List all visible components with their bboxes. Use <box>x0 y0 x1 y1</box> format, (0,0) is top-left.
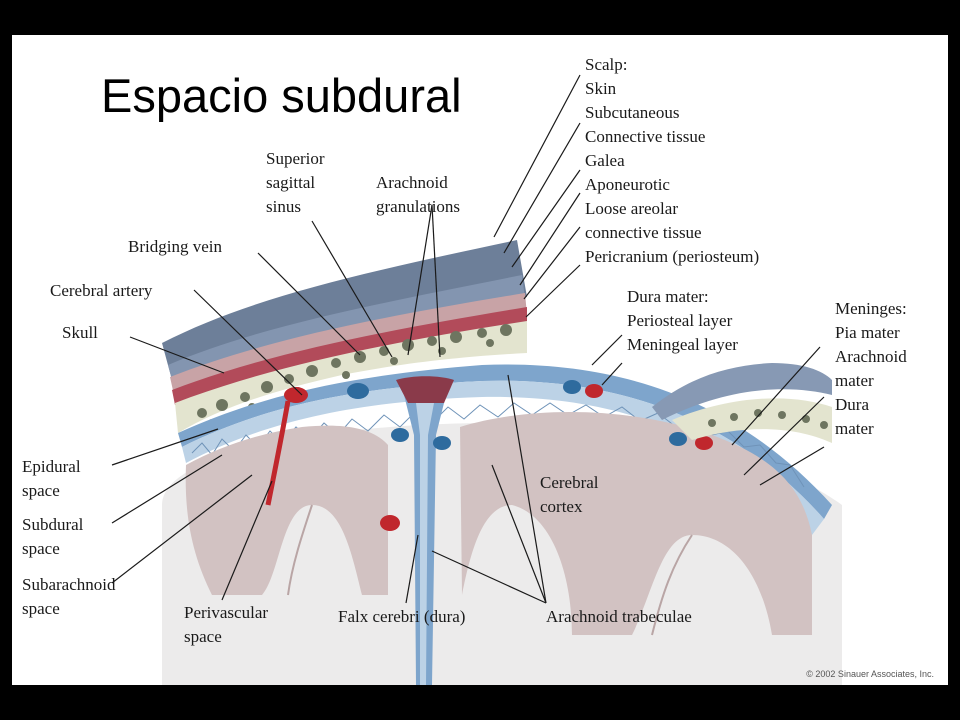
cerebral-cortex-label: Cerebral cortex <box>540 471 599 519</box>
scalp-label-line: Galea <box>585 151 625 170</box>
slide-title: Espacio subdural <box>101 69 462 122</box>
superior-sagittal-sinus-label: Superior sagittal sinus <box>266 147 325 219</box>
label-line: Pia mater <box>835 323 900 342</box>
label-line: Subdural <box>22 515 84 534</box>
skull-right <box>672 398 832 443</box>
label-line: space <box>184 627 222 646</box>
epidural-space-label: Epidural space <box>22 455 81 503</box>
subdural-space-label: Subdural space <box>22 513 83 561</box>
scalp-label-line: Loose areolar <box>585 199 678 218</box>
bridging-vein-label: Bridging vein <box>128 237 222 256</box>
slide: Espacio subdural Scalp: Skin Subcutaneou… <box>12 35 948 685</box>
skull-right-diploe <box>708 409 828 429</box>
copyright-notice: © 2002 Sinauer Associates, Inc. <box>806 669 934 679</box>
superior-sagittal-sinus <box>396 376 454 403</box>
label-line: Subarachnoid <box>22 575 116 594</box>
arachnoid-trabeculae-label: Arachnoid trabeculae <box>546 607 692 626</box>
label-line: space <box>22 481 60 500</box>
label-line: Periosteal layer <box>627 311 733 330</box>
perivascular-space-label: Perivascular space <box>184 601 268 649</box>
label-line: Arachnoid <box>376 173 448 192</box>
leader-lines <box>111 74 825 604</box>
scalp-label-line: Connective tissue <box>585 127 706 146</box>
cerebral-artery-label: Cerebral artery <box>50 281 153 300</box>
label-line: sinus <box>266 197 301 216</box>
label-line: Arachnoid <box>835 347 907 366</box>
label-line: space <box>22 599 60 618</box>
cerebral-cortex <box>185 425 388 595</box>
subarachnoid-web <box>182 380 824 535</box>
label-line: granulations <box>376 197 461 216</box>
subarachnoid-space-label: Subarachnoid space <box>22 573 115 621</box>
falx-core <box>416 403 434 685</box>
dura-mater-label: Dura mater: Periosteal layer Meningeal l… <box>627 285 738 357</box>
skull-diploe <box>197 324 512 427</box>
label-line: Epidural <box>22 457 81 476</box>
label-line: cortex <box>540 497 583 516</box>
cerebral-cortex <box>460 412 812 635</box>
scalp-right <box>652 363 832 420</box>
label-line: mater <box>835 419 874 438</box>
label-line: Meninges: <box>835 299 907 318</box>
sulcus-line <box>651 534 693 636</box>
scalp-label-line: Skin <box>585 79 617 98</box>
meninges-illustration <box>111 74 842 685</box>
scalp-label-line: connective tissue <box>585 223 702 242</box>
label-line: Dura mater: <box>627 287 709 306</box>
label-line: Dura <box>835 395 869 414</box>
scalp-label-line: Scalp: <box>585 55 628 74</box>
label-line: mater <box>835 371 874 390</box>
label-line: space <box>22 539 60 558</box>
label-line: Cerebral <box>540 473 599 492</box>
scalp-label-line: Aponeurotic <box>585 175 670 194</box>
label-line: Superior <box>266 149 325 168</box>
scalp-label: Scalp: Skin Subcutaneous Connective tiss… <box>585 53 759 269</box>
scalp-label-line: Subcutaneous <box>585 103 680 122</box>
meninges-label: Meninges: Pia mater Arachnoid mater Dura… <box>835 297 907 441</box>
falx-cerebri-label: Falx cerebri (dura) <box>338 607 466 626</box>
arachnoid-granulations-label: Arachnoid granulations <box>376 171 460 219</box>
label-line: Perivascular <box>184 603 269 622</box>
vessels <box>265 380 713 531</box>
label-line: Meningeal layer <box>627 335 738 354</box>
sulcus-line <box>287 504 313 596</box>
skull-label: Skull <box>62 323 98 342</box>
scalp-label-line: Pericranium (periosteum) <box>585 247 760 266</box>
label-line: sagittal <box>266 173 316 192</box>
